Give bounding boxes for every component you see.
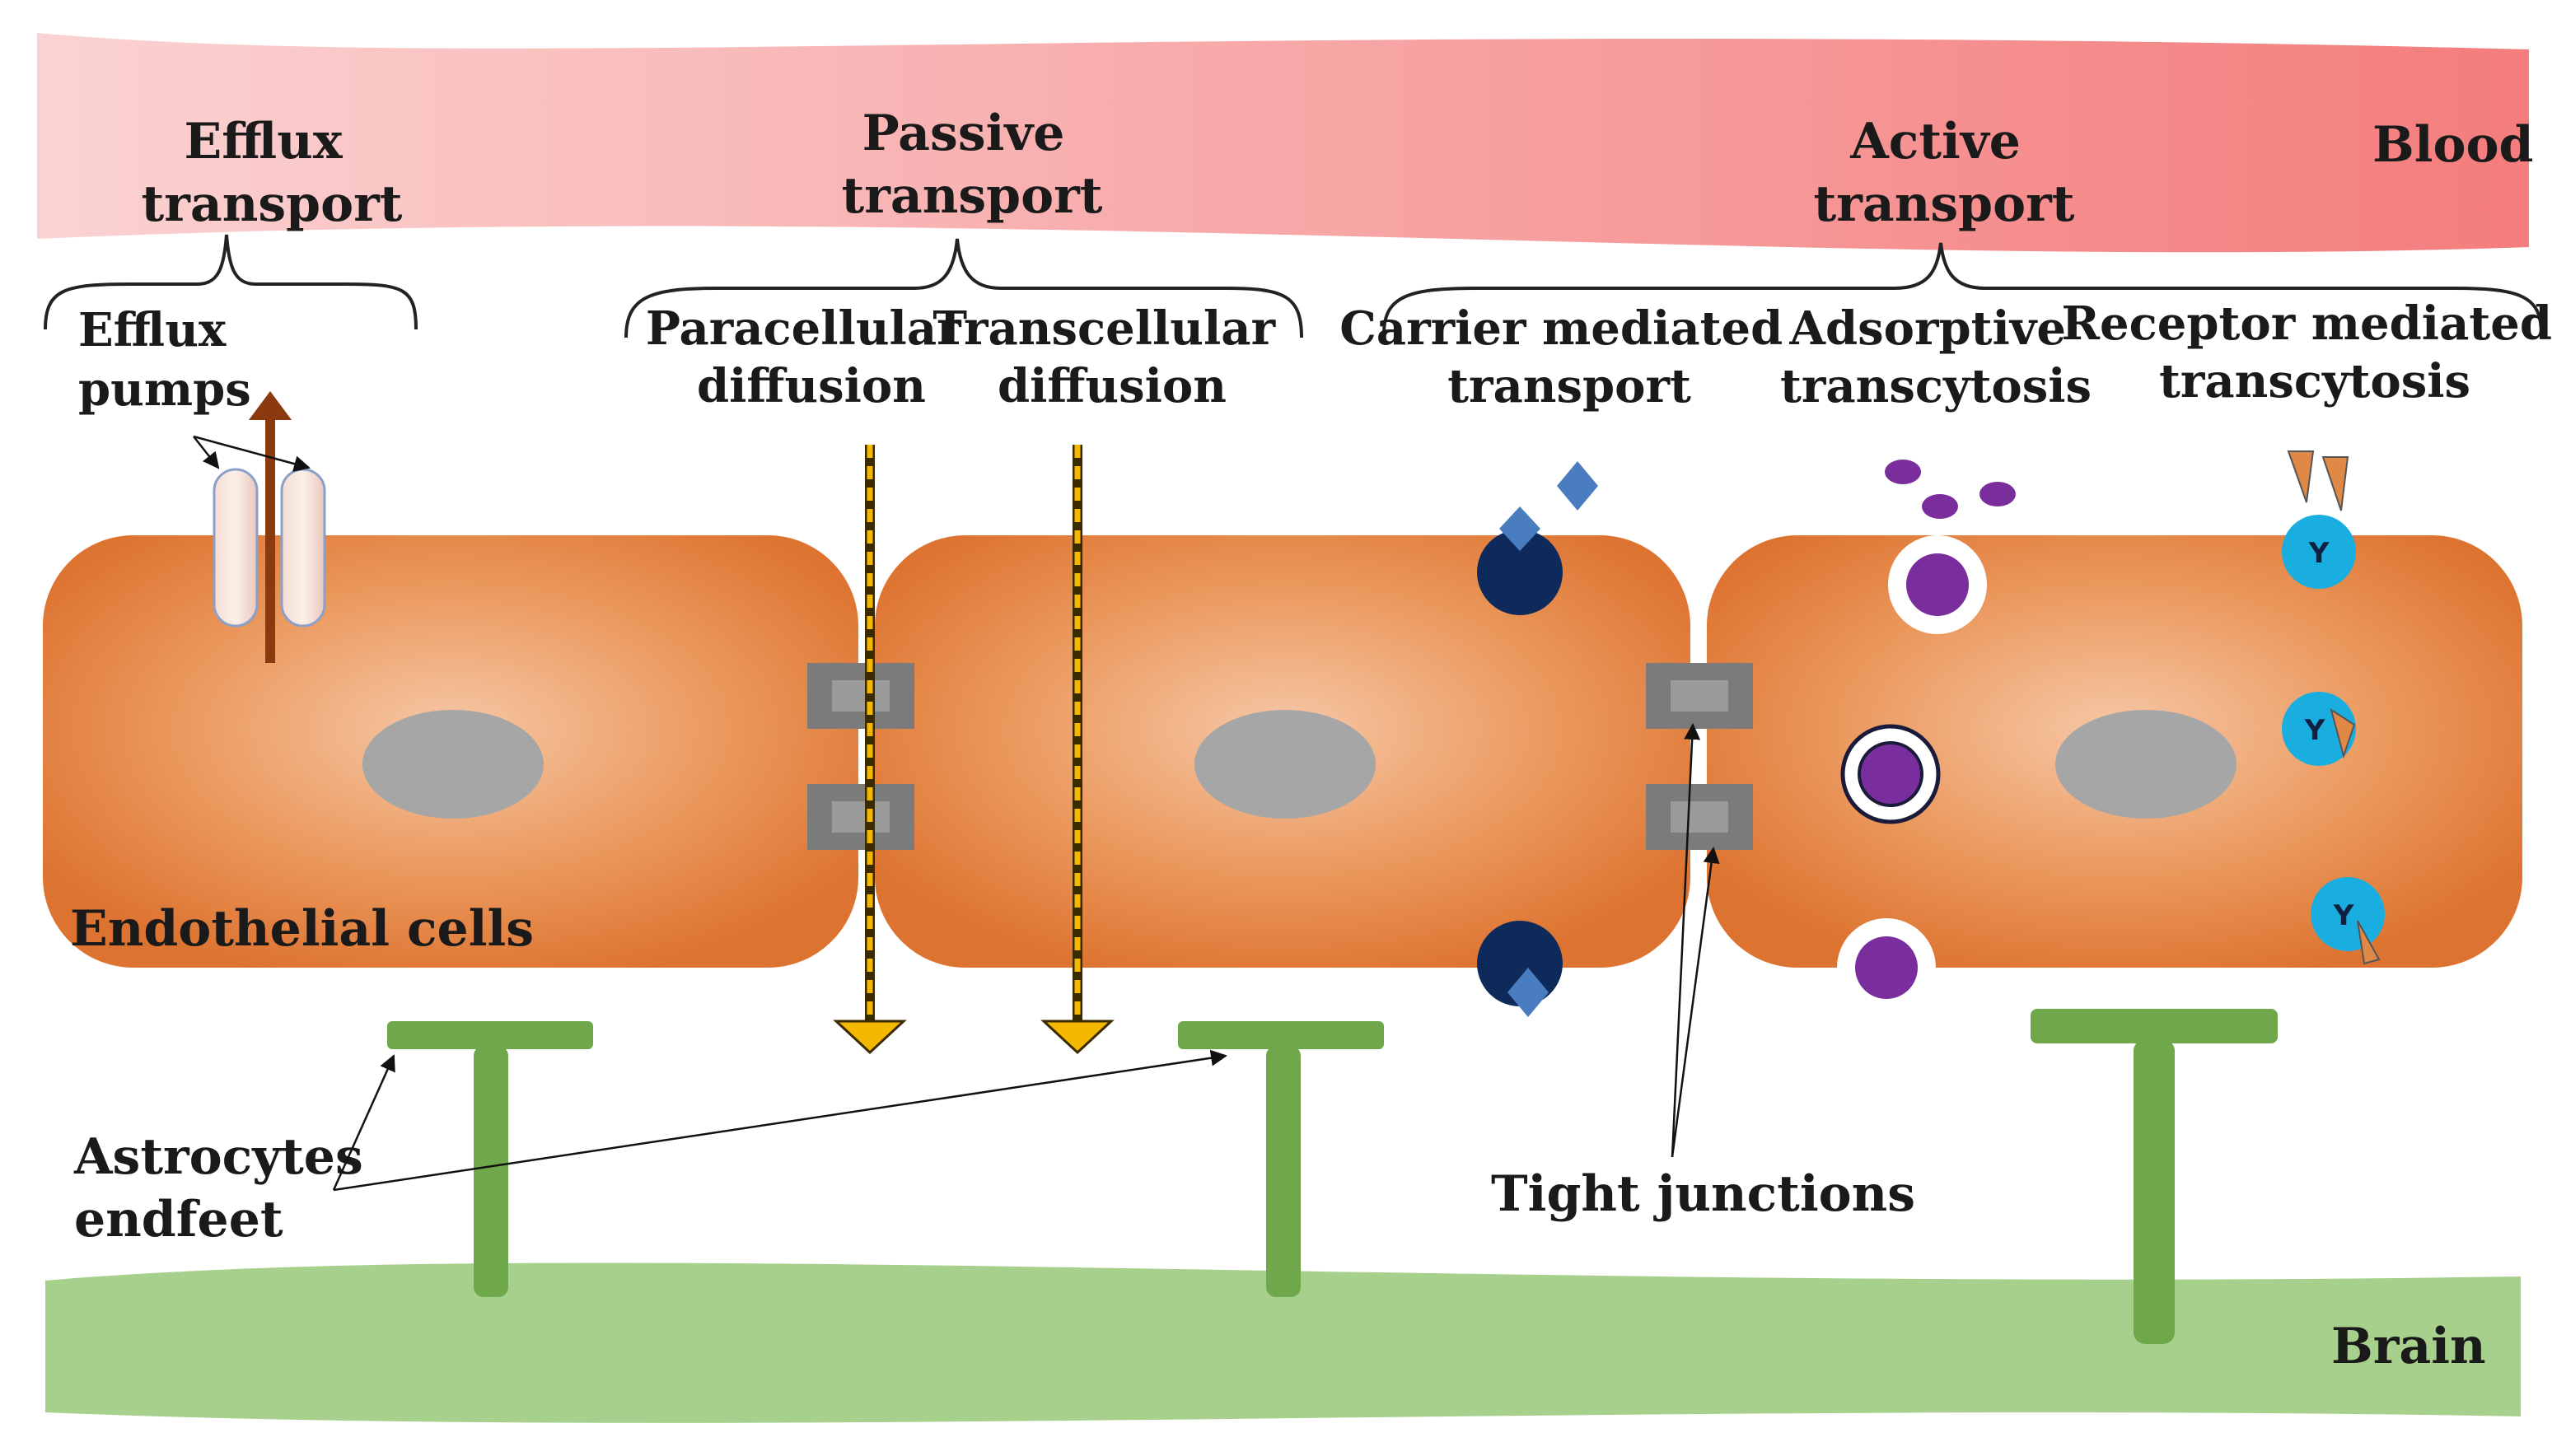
astrocyte-pointer-1 (332, 1054, 395, 1191)
adsorptive-line: Adsorptive (1789, 301, 2066, 356)
astrocytes-endfeet-label: Astrocytes endfeet (73, 1128, 381, 1248)
efflux-brace (44, 234, 418, 330)
adsorptive-vesicles (1837, 460, 2016, 1017)
active-transport-line: Active (1849, 113, 2021, 170)
efflux-transport-line: Efflux (184, 113, 343, 170)
active-transport-label: Active transport (1814, 113, 2075, 233)
paracellular-line: Paracellular (646, 301, 962, 356)
carrier-protein-bottom (1477, 921, 1563, 1017)
nucleus-2 (1194, 710, 1376, 819)
transcellular-diffusion-arrow (1040, 445, 1115, 1055)
passive-transport-line-2: transport (842, 167, 1103, 225)
carrier-mediated-label: Carrier mediated transport (1339, 301, 1799, 413)
astrocyte-endfoot-3 (2031, 1009, 2278, 1344)
efflux-transport-label: Efflux transport (142, 113, 403, 233)
carrier-protein-top (1477, 461, 1598, 615)
carrier-mediated-line: Carrier mediated (1339, 301, 1783, 356)
receptor-transcytosis: Y Y Y (2282, 450, 2385, 965)
paracellular-line-2: diffusion (697, 359, 926, 413)
tight-junction-left (807, 663, 914, 850)
astrocytes-endfeet-line-2: endfeet (74, 1191, 283, 1248)
transcellular-label: Transcellular diffusion (932, 301, 1291, 413)
svg-text:Y: Y (2304, 714, 2325, 747)
astrocyte-endfoot-2 (1178, 1021, 1384, 1297)
tight-junction-pointer-1 (1671, 723, 1701, 1158)
carrier-mediated-line-2: transport (1447, 359, 1691, 413)
adsorptive-label: Adsorptive transcytosis (1780, 301, 2092, 413)
blood-region (37, 33, 2529, 253)
passive-transport-label: Passive transport (842, 105, 1103, 225)
active-brace (1382, 242, 2543, 334)
endothelial-cells-label: Endothelial cells (70, 900, 534, 958)
receptor-mediated-line: Receptor mediated (2061, 296, 2552, 351)
astrocyte-pointer-2 (333, 1049, 1227, 1192)
brain-region (45, 1262, 2521, 1423)
efflux-pump (193, 391, 326, 663)
paracellular-label: Paracellular diffusion (646, 301, 977, 413)
nucleus-1 (362, 710, 544, 819)
adsorptive-line-2: transcytosis (1780, 359, 2092, 413)
astrocytes-endfeet-line: Astrocytes (73, 1128, 363, 1186)
receptor-mediated-line-2: transcytosis (2159, 354, 2470, 408)
svg-text:Y: Y (2308, 537, 2330, 570)
efflux-pumps-label: Efflux pumps (78, 303, 251, 417)
tight-junction-pointer-2 (1671, 847, 1720, 1158)
astrocyte-endfoot-1 (387, 1021, 593, 1297)
active-transport-line-2: transport (1814, 175, 2075, 233)
receptor-mediated-label: Receptor mediated transcytosis (2061, 296, 2552, 408)
blood-label: Blood (2372, 116, 2534, 174)
brain-label: Brain (2331, 1318, 2486, 1375)
tight-junctions-label: Tight junctions (1491, 1165, 1915, 1223)
efflux-pumps-line: Efflux (78, 303, 227, 357)
passive-transport-line: Passive (862, 105, 1065, 162)
efflux-transport-line-2: transport (142, 175, 403, 233)
transcellular-line: Transcellular (932, 301, 1276, 356)
passive-brace (624, 238, 1303, 338)
efflux-pumps-line-2: pumps (78, 362, 251, 417)
nucleus-3 (2055, 710, 2237, 819)
paracellular-diffusion-arrow (833, 445, 907, 1055)
transcellular-line-2: diffusion (998, 359, 1227, 413)
svg-text:Y: Y (2333, 899, 2354, 932)
tight-junction-right (1646, 663, 1753, 850)
